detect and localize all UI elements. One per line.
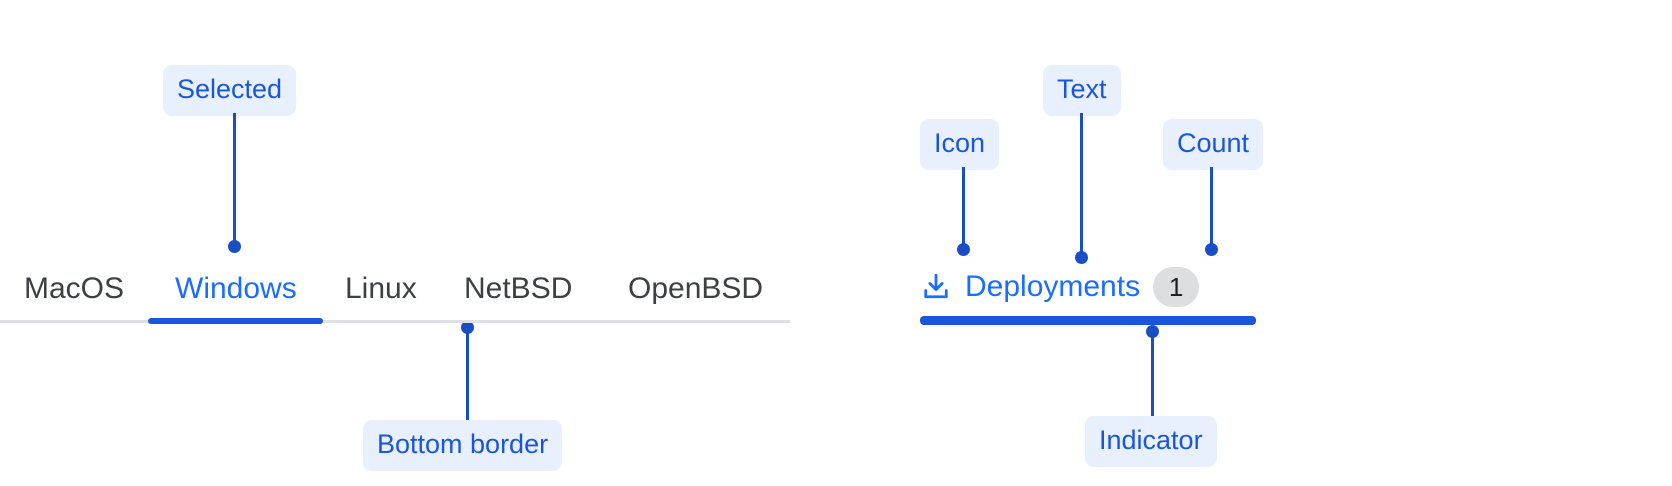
tab-bar-left: MacOS Windows Linux NetBSD OpenBSD: [0, 268, 790, 326]
callout-dot-bottom-border: [461, 321, 474, 334]
tab-bar-right: Deployments 1: [920, 262, 1260, 332]
tab-deployments-active-indicator: [920, 316, 1256, 325]
callout-label-bottom-border: Bottom border: [363, 420, 563, 471]
callout-leader-indicator: [1151, 334, 1154, 416]
callout-label-text: Text: [1043, 65, 1121, 116]
download-icon: [924, 273, 948, 299]
callout-dot-icon: [957, 243, 970, 256]
tab-deployments-count-badge: 1: [1153, 267, 1200, 307]
tab-macos[interactable]: MacOS: [24, 272, 125, 305]
callout-leader-selected: [233, 113, 236, 246]
tab-netbsd[interactable]: NetBSD: [464, 272, 573, 305]
callout-dot-count: [1205, 243, 1218, 256]
callout-dot-indicator: [1146, 325, 1159, 338]
callout-label-icon: Icon: [920, 119, 1000, 170]
callout-leader-bottom-border: [466, 333, 469, 420]
callout-leader-icon: [962, 167, 965, 249]
callout-leader-count: [1210, 167, 1213, 249]
tab-windows[interactable]: Windows: [175, 272, 297, 305]
tab-windows-active-underline: [148, 318, 323, 324]
callout-leader-text: [1080, 113, 1083, 258]
callout-label-count: Count: [1163, 119, 1264, 170]
callout-dot-selected: [228, 240, 241, 253]
callout-label-selected: Selected: [163, 65, 297, 116]
tab-openbsd[interactable]: OpenBSD: [628, 272, 764, 305]
tab-deployments-label: Deployments: [965, 270, 1141, 303]
tab-deployments[interactable]: Deployments 1: [920, 262, 1200, 312]
callout-label-indicator: Indicator: [1085, 416, 1217, 467]
tab-linux[interactable]: Linux: [345, 272, 417, 305]
callout-dot-text: [1075, 251, 1088, 264]
tab-bar-bottom-border: [0, 320, 790, 323]
